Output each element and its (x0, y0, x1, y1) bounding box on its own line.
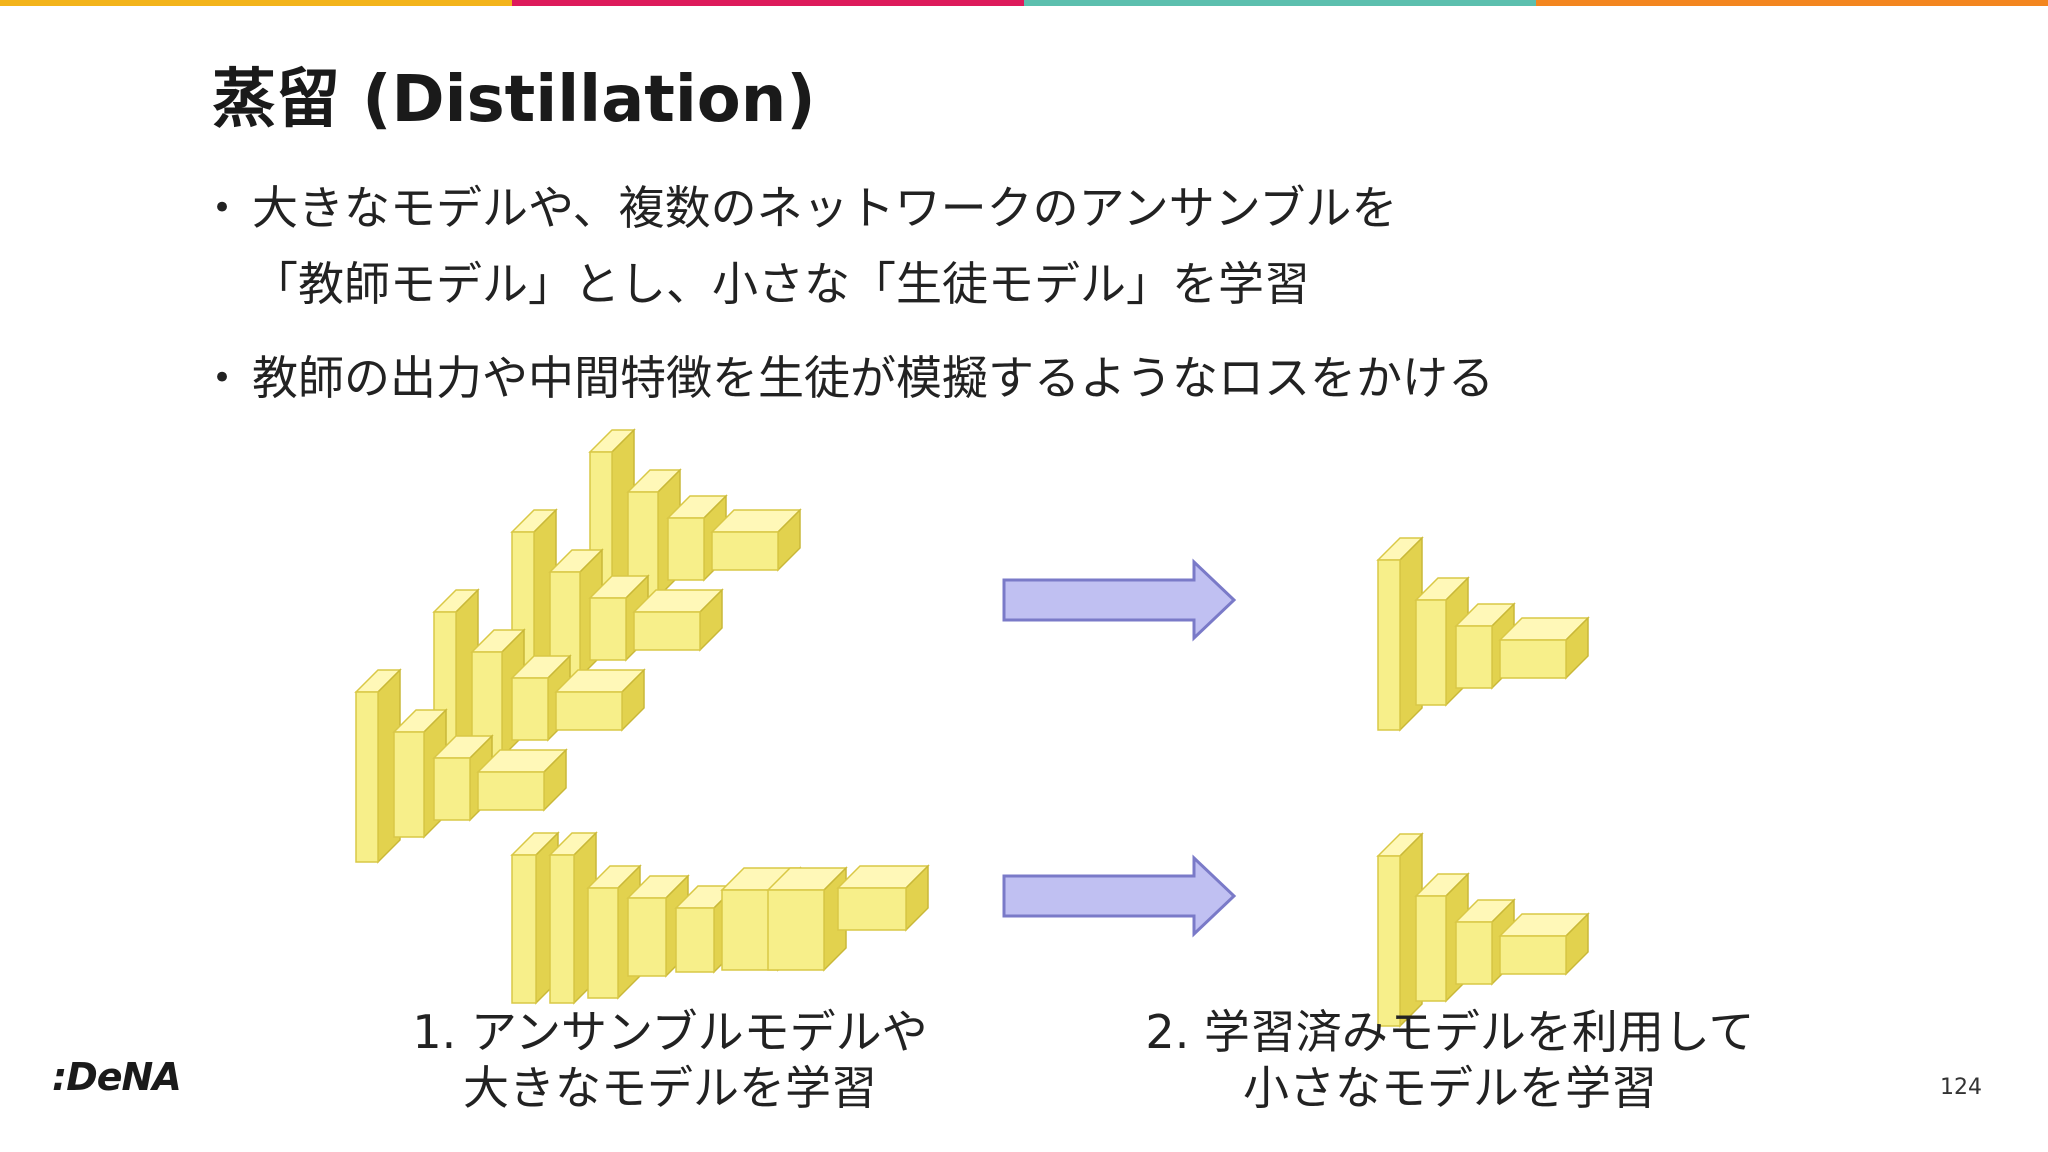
top-bar-segment-teal (1024, 0, 1536, 6)
block-front-face (711, 531, 779, 571)
block-front-face (837, 887, 907, 931)
caption-line: 2. 学習済みモデルを利用して (1145, 1005, 1755, 1059)
block-front-face (1377, 559, 1401, 731)
block-front-face (511, 854, 537, 1004)
dena-logo: :DeNA (52, 1055, 182, 1099)
arrow-right-icon (1002, 558, 1237, 642)
block-front-face (1455, 921, 1493, 985)
block-front-face (1377, 855, 1401, 1027)
block-front-face (1455, 625, 1493, 689)
layer-block (710, 508, 802, 572)
bullet-item: • 教師の出力や中間特徴を生徒が模擬するようなロスをかける (212, 340, 1712, 416)
block-front-face (589, 597, 627, 661)
layer-block (1498, 616, 1590, 680)
top-bar-segment-orange (1536, 0, 2048, 6)
block-front-face (511, 677, 549, 741)
caption-step-2: 2. 学習済みモデルを利用して 小さなモデルを学習 (1070, 1004, 1830, 1116)
block-front-face (587, 887, 619, 999)
block-front-face (393, 731, 425, 838)
bullet-line: 大きなモデルや、複数のネットワークのアンサンブルを (252, 181, 1398, 235)
block-front-face (667, 517, 705, 581)
large-teacher-model (510, 831, 930, 1005)
bullet-list: • 大きなモデルや、複数のネットワークのアンサンブルを 「教師モデル」とし、小さ… (212, 170, 1712, 416)
top-bar-segment-red (512, 0, 1024, 6)
layer-block (476, 748, 568, 812)
bullet-dot: • (212, 358, 233, 398)
block-front-face (477, 771, 545, 811)
student-model (1376, 832, 1590, 1028)
layer-block (554, 668, 646, 732)
caption-line: 大きなモデルを学習 (463, 1061, 877, 1115)
top-bar-segment-yellow (0, 0, 512, 6)
ensemble-member-3 (588, 428, 802, 624)
layer-block (632, 588, 724, 652)
page-number: 124 (1940, 1075, 1982, 1100)
block-front-face (633, 611, 701, 651)
block-front-face (675, 907, 715, 973)
block-front-face (627, 897, 667, 977)
block-front-face (555, 691, 623, 731)
top-color-bar (0, 0, 2048, 6)
block-front-face (1415, 599, 1447, 706)
caption-line: 小さなモデルを学習 (1243, 1061, 1657, 1115)
ensemble-member-2 (510, 508, 724, 704)
student-model (1376, 536, 1590, 732)
block-front-face (433, 757, 471, 821)
block-front-face (355, 691, 379, 863)
caption-step-1: 1. アンサンブルモデルや 大きなモデルを学習 (330, 1004, 1010, 1116)
block-front-face (1499, 639, 1567, 679)
bullet-dot: • (212, 188, 233, 228)
block-front-face (767, 889, 825, 971)
slide-title: 蒸留 (Distillation) (212, 63, 816, 137)
block-front-face (549, 854, 575, 1004)
block-front-face (1415, 895, 1447, 1002)
ensemble-member-0 (354, 668, 568, 864)
bullet-line: 「教師モデル」とし、小さな「生徒モデル」を学習 (252, 257, 1310, 311)
bullet-line: 教師の出力や中間特徴を生徒が模擬するようなロスをかける (252, 351, 1494, 405)
bullet-item: • 大きなモデルや、複数のネットワークのアンサンブルを 「教師モデル」とし、小さ… (212, 170, 1712, 322)
layer-block (836, 864, 930, 932)
arrow-right-icon (1002, 854, 1237, 938)
block-front-face (1499, 935, 1567, 975)
layer-block (766, 866, 848, 972)
layer-block (1498, 912, 1590, 976)
caption-line: 1. アンサンブルモデルや (412, 1005, 928, 1059)
